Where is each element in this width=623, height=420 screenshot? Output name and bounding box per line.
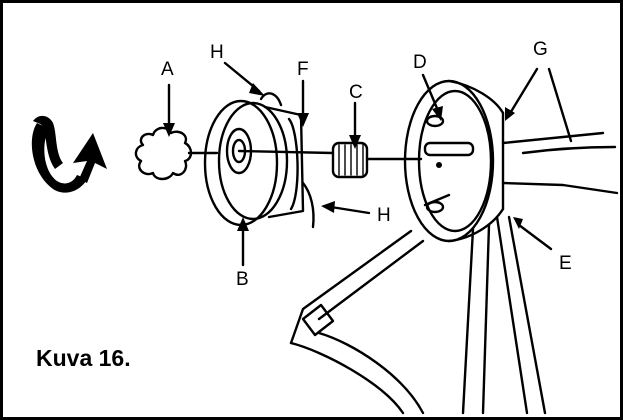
label-g: G	[533, 39, 548, 60]
curved-arrow-icon	[31, 115, 107, 193]
exploded-assembly-diagram: A H F C D G B H E	[31, 39, 619, 415]
label-d: D	[413, 52, 427, 73]
figure-caption: Kuva 16.	[36, 345, 131, 371]
label-c: C	[349, 82, 363, 103]
knob-a	[134, 126, 219, 181]
label-h-bottom: H	[377, 205, 391, 226]
spool-b	[203, 92, 335, 229]
label-b: B	[236, 269, 249, 290]
label-h-top: H	[210, 42, 224, 63]
pointer-arrows	[163, 61, 573, 267]
spring-c	[331, 141, 423, 179]
label-e: E	[559, 253, 572, 274]
label-f: F	[297, 59, 309, 80]
housing-de	[289, 79, 619, 415]
label-a: A	[161, 59, 174, 80]
